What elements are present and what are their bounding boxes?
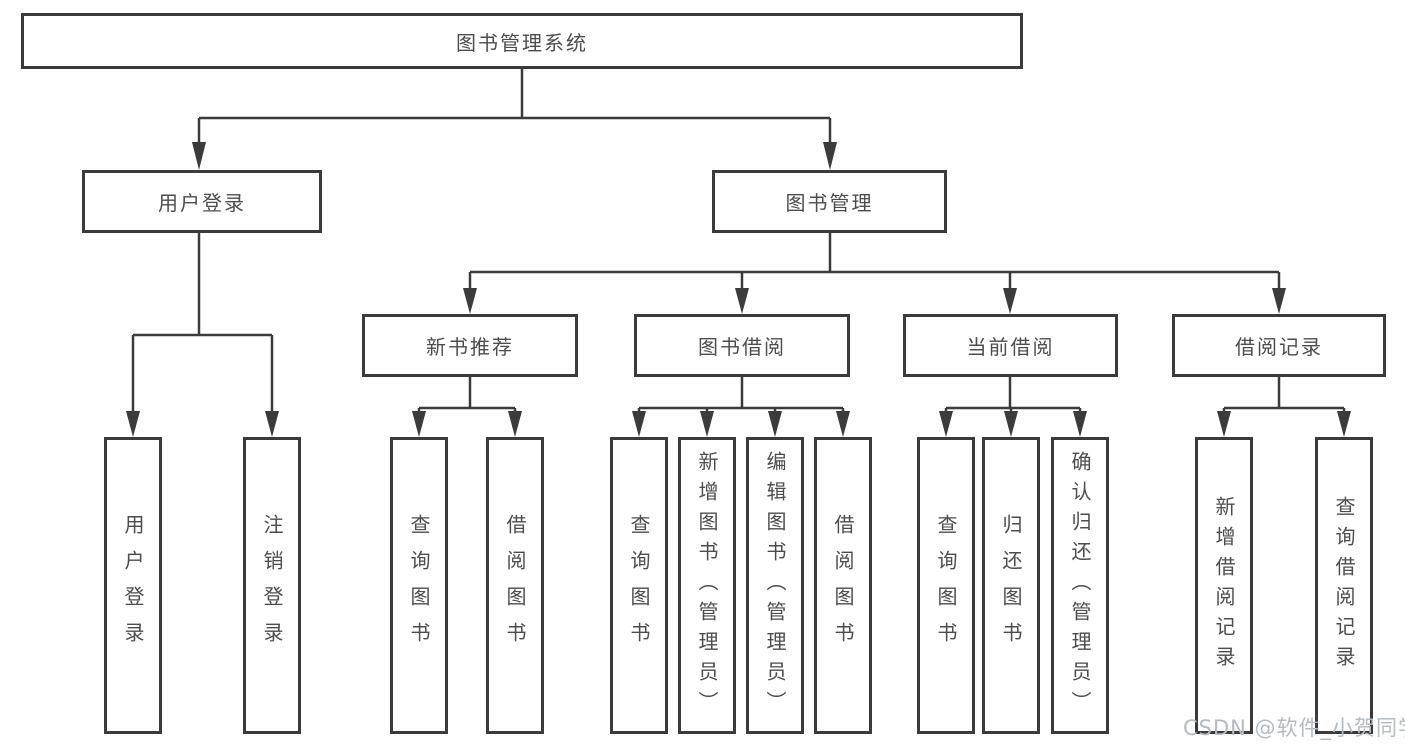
leaf-newbooks-borrow: 借阅图书: [486, 437, 544, 734]
leaf-newbooks-query-label: 查询图书: [407, 513, 431, 658]
leaf-records-add: 新增借阅记录: [1195, 437, 1253, 734]
leaf-logout: 注销登录: [243, 437, 301, 734]
node-borrow-records-label: 借阅记录: [1235, 335, 1323, 359]
leaf-borrow-edit-admin: 编辑图书（管理员）: [746, 437, 804, 734]
node-borrow-records: 借阅记录: [1172, 314, 1386, 377]
leaf-records-add-label: 新增借阅记录: [1212, 495, 1236, 676]
leaf-user-login-label: 用户登录: [121, 513, 145, 658]
node-root: 图书管理系统: [21, 13, 1023, 69]
node-book-borrow: 图书借阅: [634, 314, 850, 377]
leaf-borrow-add-admin-label: 新增图书（管理员）: [695, 450, 719, 721]
leaf-borrow-borrow-label: 借阅图书: [831, 513, 855, 658]
arrowhead-icons: [126, 142, 1351, 437]
leaf-newbooks-borrow-label: 借阅图书: [503, 513, 527, 658]
leaf-borrow-query: 查询图书: [610, 437, 668, 734]
node-current-borrow-label: 当前借阅: [966, 335, 1055, 359]
node-new-books: 新书推荐: [362, 314, 578, 377]
node-book-mgmt-label: 图书管理: [785, 191, 874, 215]
leaf-user-login: 用户登录: [104, 437, 162, 734]
node-root-label: 图书管理系统: [456, 30, 588, 55]
leaf-records-query-label: 查询借阅记录: [1332, 495, 1356, 676]
leaf-current-confirm-admin-label: 确认归还（管理员）: [1068, 450, 1092, 721]
node-book-borrow-label: 图书借阅: [698, 335, 786, 359]
leaf-current-return: 归还图书: [982, 437, 1040, 734]
leaf-records-query: 查询借阅记录: [1315, 437, 1373, 734]
leaf-borrow-add-admin: 新增图书（管理员）: [678, 437, 736, 734]
leaf-current-query: 查询图书: [917, 437, 975, 734]
node-current-borrow: 当前借阅: [903, 314, 1118, 377]
node-user-login-label: 用户登录: [158, 191, 246, 215]
leaf-logout-label: 注销登录: [260, 513, 284, 658]
node-new-books-label: 新书推荐: [426, 335, 514, 359]
leaf-current-confirm-admin: 确认归还（管理员）: [1051, 437, 1109, 734]
leaf-borrow-borrow: 借阅图书: [814, 437, 872, 734]
node-book-mgmt: 图书管理: [712, 170, 947, 233]
node-user-login: 用户登录: [82, 170, 322, 233]
leaf-borrow-query-label: 查询图书: [627, 513, 651, 658]
leaf-current-return-label: 归还图书: [999, 513, 1023, 658]
csdn-watermark: CSDN @软件_小贺同学: [1183, 716, 1405, 740]
leaf-current-query-label: 查询图书: [934, 513, 958, 658]
leaf-borrow-edit-admin-label: 编辑图书（管理员）: [763, 450, 787, 721]
leaf-newbooks-query: 查询图书: [390, 437, 448, 734]
